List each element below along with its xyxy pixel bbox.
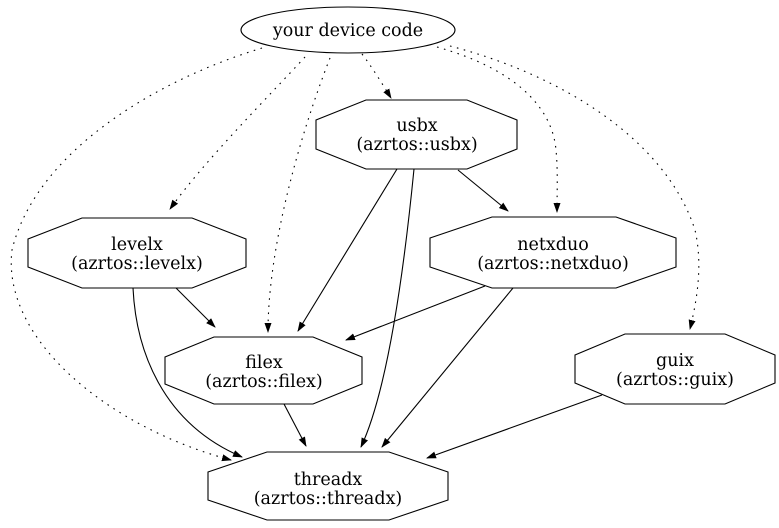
node-threadx-sublabel: (azrtos::threadx) (254, 489, 403, 509)
node-threadx-shape (207, 451, 449, 521)
edge-device-threadx (10, 47, 263, 462)
edge-levelx-threadx (132, 287, 243, 458)
node-filex-sublabel: (azrtos::filex) (205, 372, 323, 392)
edge-netxduo-threadx (381, 287, 514, 448)
node-guix-label: guix (656, 351, 694, 371)
node-guix: guix (azrtos::guix) (574, 333, 776, 405)
node-levelx-shape (27, 217, 247, 289)
edge-netxduo-filex (345, 285, 486, 341)
node-levelx-label: levelx (111, 235, 163, 255)
node-netxduo-label: netxduo (517, 235, 589, 255)
edge-usbx-filex (297, 168, 398, 332)
edge-levelx-filex (175, 287, 216, 328)
edge-guix-threadx (426, 394, 603, 459)
edge-device-levelx (169, 56, 306, 210)
node-filex-shape (164, 336, 363, 405)
node-usbx-label: usbx (396, 116, 437, 136)
edges-layer (10, 45, 700, 462)
node-threadx: threadx (azrtos::threadx) (207, 451, 449, 521)
node-netxduo-shape (429, 216, 677, 289)
node-usbx-sublabel: (azrtos::usbx) (356, 135, 477, 155)
nodes-layer: your device code usbx (azrtos::usbx) lev… (27, 6, 776, 521)
node-filex-label: filex (245, 353, 283, 373)
edge-device-usbx (361, 53, 392, 99)
node-netxduo-sublabel: (azrtos::netxduo) (477, 254, 629, 274)
node-usbx: usbx (azrtos::usbx) (315, 99, 518, 170)
node-your-device-code-label: your device code (272, 21, 423, 41)
node-filex: filex (azrtos::filex) (164, 336, 363, 405)
edge-filex-threadx (283, 403, 307, 447)
node-netxduo: netxduo (azrtos::netxduo) (429, 216, 677, 289)
edge-device-netxduo (436, 46, 561, 213)
edge-device-filex (264, 57, 331, 333)
node-your-device-code: your device code (240, 6, 456, 54)
node-guix-sublabel: (azrtos::guix) (616, 370, 734, 390)
edge-usbx-netxduo (457, 169, 509, 212)
node-threadx-label: threadx (294, 470, 363, 490)
node-guix-shape (574, 333, 776, 405)
node-levelx: levelx (azrtos::levelx) (27, 217, 247, 289)
edge-usbx-threadx (360, 168, 415, 448)
node-usbx-shape (315, 99, 518, 170)
node-your-device-code-shape (240, 6, 456, 54)
node-levelx-sublabel: (azrtos::levelx) (71, 254, 203, 274)
